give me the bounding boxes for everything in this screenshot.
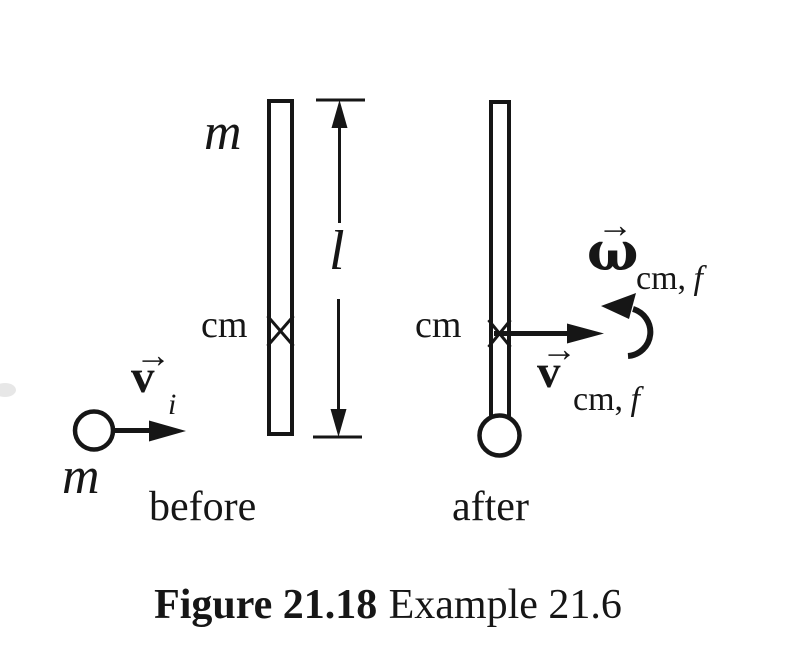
length-dimension — [313, 98, 365, 439]
figure-title: Example 21.6 — [388, 582, 622, 628]
vector-arrow-glyph: → — [135, 335, 171, 375]
length-label: l — [329, 220, 345, 282]
vector-arrow-glyph: → — [597, 205, 633, 245]
subscript-italic: f — [693, 260, 703, 297]
ball-before — [72, 409, 116, 452]
rod-after — [489, 100, 511, 420]
angular-velocity-arrow-icon — [601, 293, 654, 359]
after-label: after — [452, 484, 529, 530]
rod-before — [267, 99, 294, 436]
arrow-up-icon — [331, 100, 348, 128]
scan-smudge — [0, 383, 16, 397]
velocity-subscript: i — [168, 388, 177, 421]
cm-cross-before-icon — [266, 315, 295, 347]
velocity-symbol: v — [131, 351, 155, 403]
vector-arrow-glyph: → — [541, 329, 577, 369]
arrow-down-icon — [330, 409, 347, 437]
rod-mass-label: m — [204, 104, 242, 161]
omega-subscript: cm,f — [636, 262, 703, 296]
subscript-roman: cm, — [573, 381, 624, 418]
cm-label-before: cm — [201, 304, 248, 346]
subscript-roman: cm, — [636, 260, 687, 297]
ball-mass-label: m — [62, 448, 100, 505]
final-velocity-arrow-icon — [494, 323, 604, 344]
initial-velocity-arrow-icon — [114, 420, 186, 442]
omega-symbol: ω — [587, 219, 639, 283]
velocity-symbol: v — [537, 346, 561, 398]
cm-label-after: cm — [415, 304, 462, 346]
subscript-italic: f — [630, 381, 640, 418]
ball-after — [477, 413, 522, 458]
before-label: before — [149, 484, 257, 530]
figure-number: Figure 21.18 — [154, 582, 378, 628]
velocity-subscript: cm,f — [573, 383, 640, 417]
